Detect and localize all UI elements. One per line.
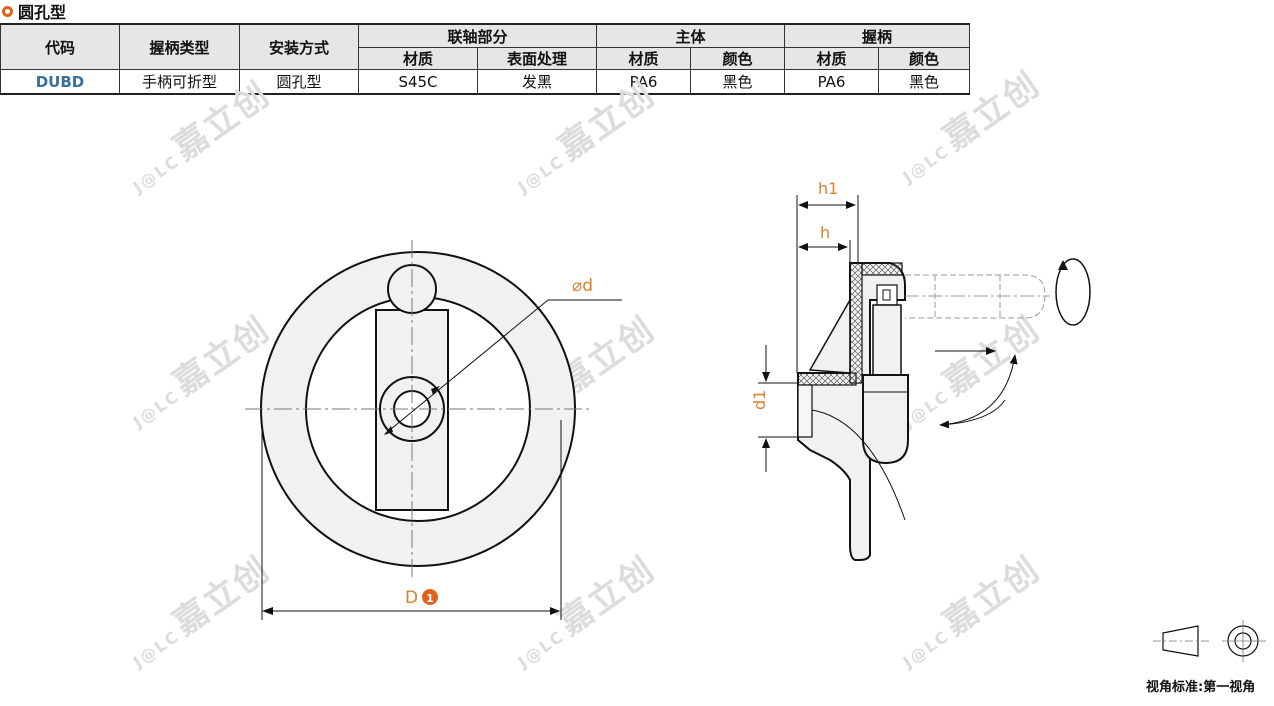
cell-body-material: PA6	[596, 69, 692, 95]
cell-shaft-finish: 发黑	[476, 69, 598, 95]
subheader-shaft-material: 材质	[358, 47, 478, 70]
subheader-body-color: 颜色	[690, 47, 786, 70]
circle-bullet-icon	[2, 5, 13, 17]
table-row: DUBD 手柄可折型 圆孔型 S45C 发黑 PA6 黑色 PA6 黑色	[0, 69, 971, 95]
cell-grip-color: 黑色	[878, 69, 971, 95]
subheader-shaft-finish: 表面处理	[476, 47, 598, 70]
header-code: 代码	[0, 23, 120, 70]
cell-handle-type: 手柄可折型	[119, 69, 240, 95]
subheader-grip-material: 材质	[784, 47, 880, 70]
svg-text:1: 1	[426, 592, 434, 605]
header-install: 安装方式	[239, 23, 359, 70]
cell-shaft-material: S45C	[358, 69, 478, 95]
section-title: 圆孔型	[2, 0, 66, 22]
cell-grip-material: PA6	[784, 69, 880, 95]
cell-install: 圆孔型	[239, 69, 359, 95]
cell-code: DUBD	[0, 69, 120, 95]
rotation-indicator	[1055, 258, 1091, 326]
subheader-grip-color: 颜色	[878, 47, 971, 70]
first-angle-projection-icon	[1153, 620, 1266, 662]
note-badge-icon	[422, 589, 438, 605]
hub-section-hatch	[797, 372, 857, 386]
header-grip-group: 握柄	[784, 23, 971, 48]
cell-body-color: 黑色	[690, 69, 786, 95]
front-view: ⌀d D 1	[245, 240, 622, 620]
header-handle-type: 握柄类型	[119, 23, 240, 70]
dimension-d-label: ⌀d	[572, 276, 593, 296]
dimension-d1-label: d1	[750, 390, 769, 410]
folded-handle-ghost	[905, 274, 1046, 319]
dimension-D-label: D	[405, 588, 418, 608]
side-view: h1 h d1	[750, 179, 1091, 561]
spec-table: 代码 握柄类型 安装方式 联轴部分 主体 握柄 材质 表面处理 材质 颜色 材质…	[0, 23, 971, 95]
projection-standard-text: 视角标准:第一视角	[1146, 680, 1256, 695]
dimension-h1-label: h1	[818, 179, 838, 198]
section-title-text: 圆孔型	[18, 3, 67, 22]
grip-handle	[862, 374, 909, 465]
dimension-h-label: h	[820, 223, 830, 242]
subheader-body-material: 材质	[596, 47, 692, 70]
header-shaft-group: 联轴部分	[357, 23, 598, 48]
bore-leader	[384, 299, 549, 435]
